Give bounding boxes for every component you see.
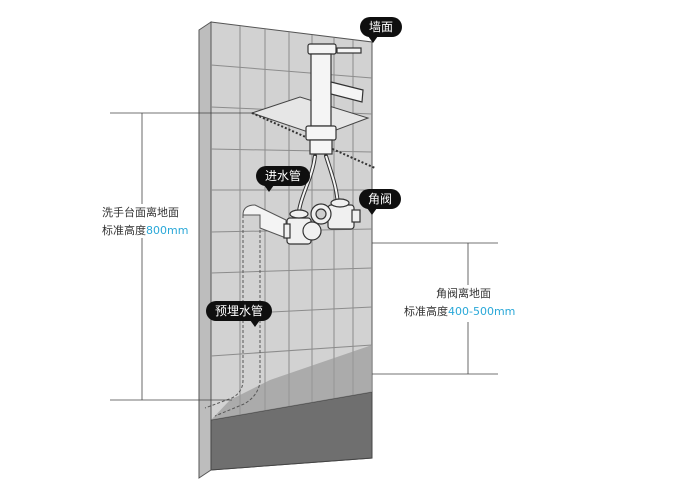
measure-basin-line2: 标准高度800mm	[102, 222, 188, 240]
measure-valve-line2: 标准高度400-500mm	[404, 303, 515, 321]
measure-basin-label: 洗手台面离地面 标准高度800mm	[102, 204, 188, 240]
buried-pipe	[204, 215, 261, 417]
countertop	[250, 96, 370, 137]
buried-pipe-elbow	[242, 204, 287, 239]
measure-basin-line1: 洗手台面离地面	[102, 206, 179, 219]
measure-basin-prefix: 标准高度	[102, 224, 146, 237]
measure-valve-value: 400-500mm	[448, 305, 516, 318]
countertop-edge	[251, 112, 376, 169]
measure-basin-lines	[110, 112, 252, 401]
callout-inlet-pipe: 进水管	[256, 166, 311, 192]
floor	[210, 391, 373, 471]
floor-shadow	[211, 345, 372, 420]
measure-valve-line1: 角阀离地面	[436, 287, 491, 300]
wall-side-edge	[198, 21, 212, 479]
measure-valve-prefix: 标准高度	[404, 305, 448, 318]
callout-wall: 墙面	[360, 17, 403, 43]
measure-valve-label: 角阀离地面 标准高度400-500mm	[404, 285, 515, 321]
callout-buried-pipe: 预埋水管	[206, 301, 273, 327]
callout-angle-valve: 角阀	[359, 189, 402, 215]
measure-valve-lines	[372, 242, 498, 375]
angle-valve-left	[283, 209, 322, 245]
faucet	[305, 43, 364, 155]
angle-valve-right	[310, 198, 361, 230]
measure-basin-value: 800mm	[146, 224, 189, 237]
